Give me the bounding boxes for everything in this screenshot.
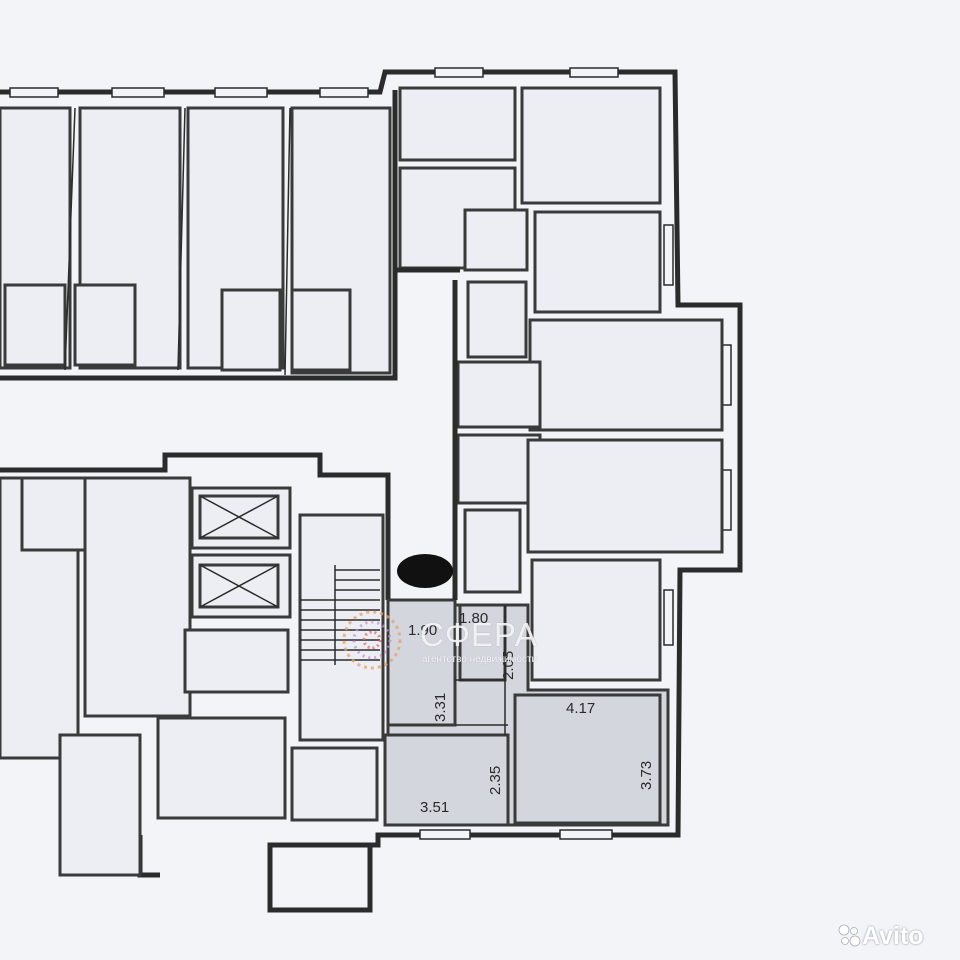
avito-logo-text: Avito — [862, 922, 924, 950]
dimension-labels: 1.90 1.80 2.05 3.31 4.17 3.73 2.35 3.51 — [408, 610, 655, 816]
top-left-apartments — [0, 106, 392, 376]
corridor-walls — [395, 267, 460, 600]
bottom-left-block — [0, 476, 290, 877]
redaction-mark — [397, 554, 453, 588]
watermark-tagline: агентство недвижимости — [422, 654, 538, 665]
dim-small-room-width-a: 1.90 — [408, 622, 437, 639]
highlighted-apartment — [383, 598, 670, 827]
watermark-brand: СФЕРА — [420, 616, 538, 653]
top-windows — [9, 67, 732, 840]
dim-room-length-large: 3.73 — [638, 761, 655, 790]
dim-room-length-small: 2.35 — [487, 766, 504, 795]
dim-small-room-height-b: 2.05 — [500, 651, 517, 680]
dim-hall-length: 3.31 — [432, 693, 449, 722]
avito-logo-icon — [838, 924, 861, 947]
dim-small-room-width-b: 1.80 — [459, 610, 488, 627]
right-rooms — [398, 86, 724, 682]
staircase — [290, 513, 385, 822]
dim-room-width-large: 4.17 — [566, 700, 595, 717]
elevators — [190, 486, 292, 619]
dim-room-width-small: 3.51 — [420, 799, 449, 816]
watermark-logo-icon — [342, 610, 402, 670]
